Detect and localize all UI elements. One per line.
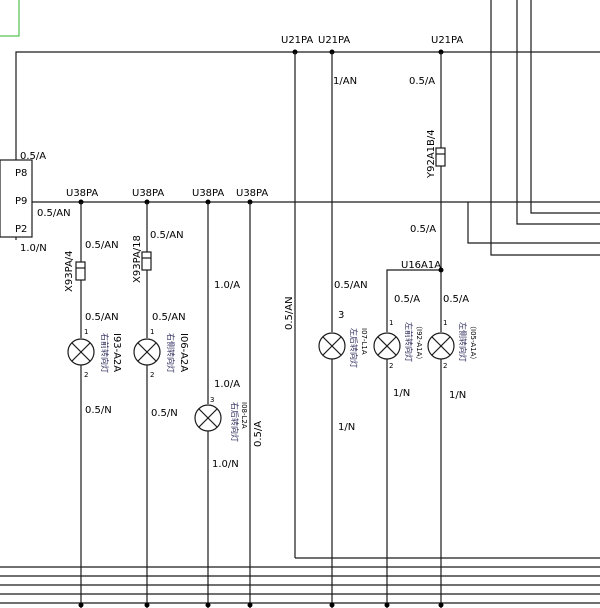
lamp-name-left-front: 左前转向灯	[404, 322, 414, 362]
lamp-id-i93: I93-A2A	[111, 333, 122, 372]
wire-label-p9: 0.5/AN	[37, 208, 71, 219]
wire-label-05n-2: 0.5/N	[151, 408, 178, 419]
lamp-name-right-front: 右前转向灯	[100, 333, 110, 373]
pin-3-d: 3	[338, 310, 344, 321]
wire-label-05a-vert: 0.5/A	[253, 421, 264, 447]
splice-u38pa-4: U38PA	[236, 188, 268, 199]
pin-1-e: 1	[389, 319, 393, 327]
branch-left-front-side	[373, 147, 455, 608]
wire-label-1n-1: 1/N	[338, 422, 355, 433]
lamp-left-rear	[318, 332, 346, 360]
lamp-left-side	[427, 332, 455, 360]
branch-right-front	[67, 202, 95, 608]
wire-label-05an-l3: 0.5/AN	[334, 280, 368, 291]
lamp-id-i92: （I92-A1A）	[415, 322, 423, 363]
wire-label-1an: 1/AN	[333, 76, 357, 87]
pin-1-b: 1	[150, 328, 154, 336]
right-frame-lines	[490, 0, 600, 256]
splice-u16a1a: U16A1A	[401, 260, 441, 271]
branch-right-side	[133, 202, 161, 608]
module-pin-p8: P8	[15, 168, 27, 179]
frame-border	[0, 0, 20, 37]
lamp-left-front	[373, 332, 401, 360]
splice-u21pa-3: U21PA	[431, 35, 463, 46]
lamp-right-side	[133, 338, 161, 366]
wire-label-c1-top: 0.5/AN	[85, 240, 119, 251]
splice-u21pa-2: U21PA	[318, 35, 350, 46]
wire-label-10a-l3: 1.0/A	[214, 379, 240, 390]
lamp-right-front	[67, 338, 95, 366]
connector-y92a1b4: Y92A1B/4	[426, 129, 437, 179]
wire-label-05a-mid: 0.5/A	[410, 224, 436, 235]
lamp-name-right-rear: 右后转向灯	[230, 402, 240, 442]
wire-label-05a-top: 0.5/A	[409, 76, 435, 87]
lamp-id-i05: （I05-A1A）	[469, 322, 477, 363]
splice-u21pa-1: U21PA	[281, 35, 313, 46]
wire-label-1n-3: 1/N	[449, 390, 466, 401]
u38pa-bus	[32, 199, 600, 244]
wire-label-p8: 0.5/A	[20, 151, 46, 162]
wire-label-c1: 0.5/AN	[85, 312, 119, 323]
control-module: P8 P9 P2	[0, 159, 33, 238]
branch-right-rear	[194, 202, 251, 608]
pin-2-f: 2	[443, 362, 447, 370]
lamp-name-left-rear: 左后转向灯	[349, 328, 359, 368]
pin-3-c: 3	[210, 396, 214, 404]
splice-u38pa-2: U38PA	[132, 188, 164, 199]
lamp-id-i07: I07-L1A	[360, 328, 368, 355]
pin-1-f: 1	[443, 319, 447, 327]
pin-2-a: 2	[84, 371, 88, 379]
wire-label-c2-top: 0.5/AN	[150, 230, 184, 241]
splice-u38pa-3: U38PA	[192, 188, 224, 199]
wire-label-05a-l5: 0.5/A	[443, 294, 469, 305]
ground-bus	[0, 566, 600, 608]
wire-label-p2: 1.0/N	[20, 243, 47, 254]
wire-label-1n-2: 1/N	[393, 388, 410, 399]
lamp-right-rear	[194, 404, 222, 432]
lamp-name-left-side: 左侧转向灯	[458, 322, 468, 362]
wire-label-05an-vert: 0.5/AN	[284, 296, 295, 330]
connector-x93pa18: X93PA/18	[132, 235, 143, 283]
pin-2-b: 2	[150, 371, 154, 379]
pin-1-a: 1	[84, 328, 88, 336]
wire-label-05n-1: 0.5/N	[85, 405, 112, 416]
module-pin-p9: P9	[15, 196, 27, 207]
wire-label-05a-l4: 0.5/A	[394, 294, 420, 305]
lamp-id-i08: I08-L2A	[240, 402, 248, 429]
wire-label-10a: 1.0/A	[214, 280, 240, 291]
pin-2-e: 2	[389, 362, 393, 370]
wire-label-10n: 1.0/N	[212, 459, 239, 470]
connector-x93pa4: X93PA/4	[64, 250, 75, 292]
splice-u38pa-1: U38PA	[66, 188, 98, 199]
u21pa-bus	[15, 49, 600, 559]
lamp-name-right-side: 右侧转向灯	[166, 333, 176, 373]
wire-label-c2: 0.5/AN	[152, 312, 186, 323]
module-pin-p2: P2	[15, 224, 27, 235]
lamp-id-i06: I06-A2A	[178, 333, 189, 372]
